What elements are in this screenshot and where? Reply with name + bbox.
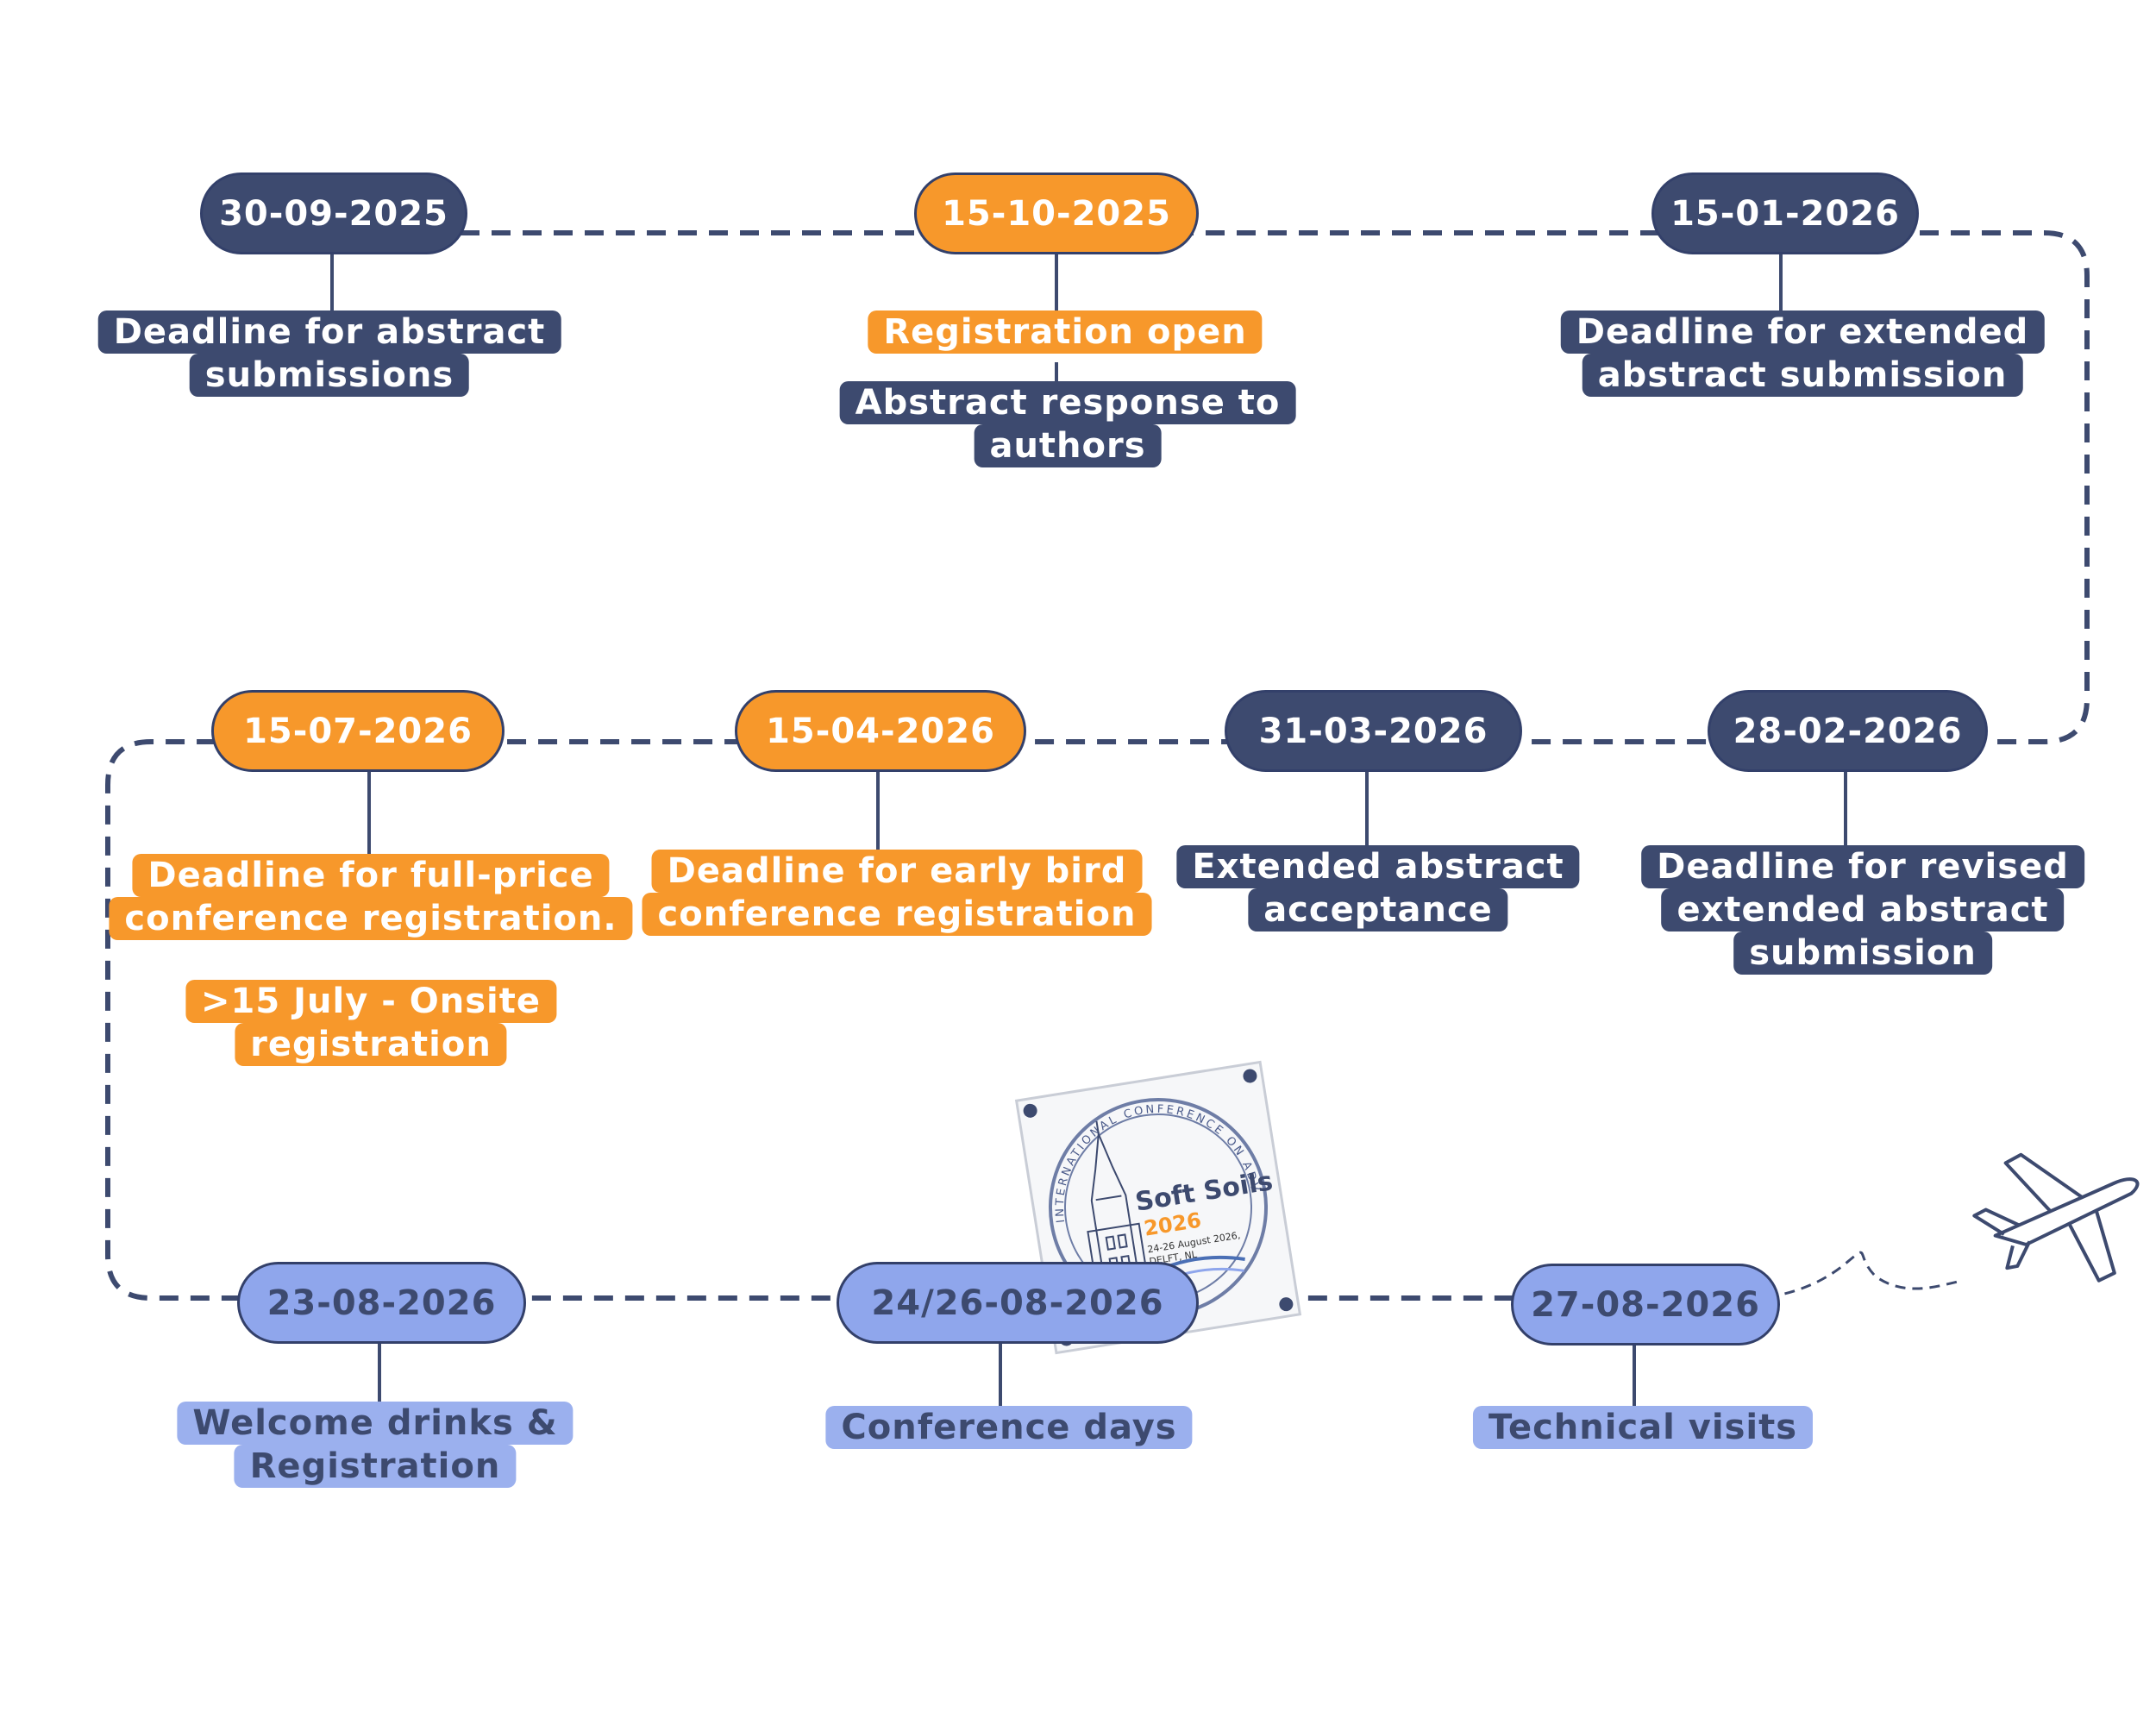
connectors	[330, 254, 1847, 1406]
label-line: Deadline for revised	[1641, 845, 2084, 888]
milestone-label: Conference days	[825, 1406, 1193, 1449]
airplane-icon	[1972, 1152, 2140, 1283]
flight-trail	[1715, 1251, 1963, 1301]
milestone-date-pill: 15-10-2025	[914, 172, 1199, 254]
milestone-date-pill: 27-08-2026	[1511, 1264, 1780, 1346]
label-line: conference registration.	[109, 897, 633, 940]
milestone-date-pill: 24/26-08-2026	[837, 1262, 1199, 1344]
milestone-label: Deadline for extended abstract submissio…	[1560, 310, 2045, 397]
milestone-date-pill: 15-04-2026	[735, 690, 1026, 772]
milestone-date-pill: 28-02-2026	[1708, 690, 1988, 772]
milestone-label: Registration open	[868, 310, 1263, 354]
milestone-label: Deadline for full-price conference regis…	[109, 854, 633, 1066]
label-line: acceptance	[1248, 888, 1508, 932]
label-line: Extended abstract	[1176, 845, 1580, 888]
label-line: Technical visits	[1472, 1406, 1814, 1449]
label-line: Welcome drinks &	[177, 1402, 573, 1445]
label-line: Deadline for abstract	[97, 310, 561, 354]
label-line: Registration	[234, 1445, 517, 1488]
label-line: conference registration	[642, 893, 1152, 936]
milestone-label: Welcome drinks & Registration	[177, 1402, 573, 1488]
timeline-path	[105, 230, 2090, 1301]
soft-soils-logo: INTERNATIONAL CONFERENCE ON ADVANCES AND…	[1007, 1054, 1302, 1355]
label-line: Registration open	[868, 310, 1263, 354]
label-line: extended abstract	[1661, 888, 2065, 932]
label-line: Conference days	[825, 1406, 1193, 1449]
milestone-date-pill: 31-03-2026	[1225, 690, 1522, 772]
milestone-label: Deadline for revised extended abstract s…	[1641, 845, 2084, 975]
milestone-date-pill: 15-01-2026	[1651, 172, 1919, 254]
label-line: >15 July - Onsite	[185, 980, 556, 1023]
milestone-label: Abstract response to authors	[839, 381, 1296, 467]
milestone-label: Extended abstract acceptance	[1176, 845, 1580, 932]
label-line: authors	[974, 424, 1162, 467]
milestone-label: Deadline for early bird conference regis…	[642, 850, 1152, 936]
label-line: submission	[1733, 932, 1992, 975]
milestone-date-pill: 15-07-2026	[211, 690, 505, 772]
milestone-label: Deadline for abstract submissions	[97, 310, 561, 397]
label-line: submissions	[189, 354, 470, 397]
label-line: Deadline for extended	[1560, 310, 2045, 354]
milestone-label: Technical visits	[1472, 1406, 1814, 1449]
label-line: Deadline for early bird	[651, 850, 1143, 893]
label-line: registration	[235, 1023, 507, 1066]
label-line: Deadline for full-price	[132, 854, 610, 897]
milestone-date-pill: 30-09-2025	[200, 172, 467, 254]
label-line: abstract submission	[1582, 354, 2023, 397]
label-line: Abstract response to	[839, 381, 1296, 424]
milestone-date-pill: 23-08-2026	[237, 1262, 526, 1344]
